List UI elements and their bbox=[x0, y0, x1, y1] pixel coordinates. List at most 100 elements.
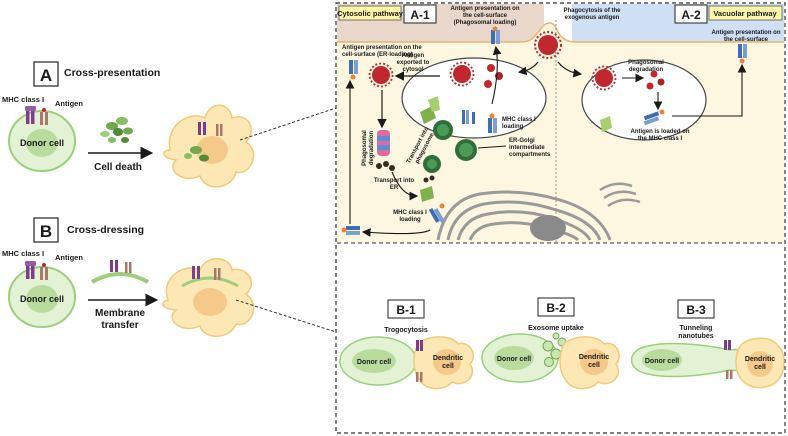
a1-mhc-loading-er-1: MHC class I bbox=[393, 210, 427, 216]
zoom-line-a bbox=[239, 107, 337, 141]
panel-b-letter-box bbox=[33, 217, 59, 243]
panel-a: A Cross-presentation MHC class I Antigen… bbox=[2, 61, 337, 188]
b2-dendritic-label-2: cell bbox=[588, 362, 600, 369]
a2-id: A-2 bbox=[681, 8, 701, 22]
peptide-dot bbox=[650, 70, 658, 78]
peptide-dot bbox=[383, 161, 389, 167]
mhc-icon bbox=[25, 106, 36, 124]
a2-phago-1: Phagocytosis of the bbox=[563, 8, 621, 14]
a1-er-surface-label-2: cell-surface (ER-loading) bbox=[342, 52, 413, 58]
b2-title: Exosome uptake bbox=[528, 325, 584, 332]
b3-dendritic-label-1: Dendritic bbox=[745, 356, 775, 363]
b3-mhc-icon bbox=[724, 340, 733, 379]
a1-phagosome bbox=[401, 57, 547, 139]
a1-transport-er-1: Transport into bbox=[374, 178, 415, 184]
phagosome-antigen-icon bbox=[449, 61, 475, 87]
peptide-dot bbox=[389, 165, 395, 171]
b1-id-box bbox=[387, 299, 425, 319]
a2-mhc-icon bbox=[643, 109, 665, 126]
b3-title-2: nanotubes bbox=[678, 333, 713, 340]
a1-transport-er-2: ER bbox=[390, 185, 399, 191]
b3-id: B-3 bbox=[686, 303, 706, 317]
b1-title: Trogocytosis bbox=[384, 327, 428, 334]
panel-b-antigen-label: Antigen bbox=[55, 253, 83, 262]
a2-phagosome bbox=[581, 59, 707, 141]
a2-loaded-2: the MHC class I bbox=[638, 136, 683, 142]
membrane-mhc-icon bbox=[110, 260, 132, 273]
b2-donor-nucleus bbox=[494, 346, 534, 370]
b1-dendritic-nucleus bbox=[433, 349, 461, 375]
peptide-dot bbox=[487, 64, 495, 72]
donor-cell-a-label: Donor cell bbox=[20, 138, 64, 148]
b2-dendritic-nucleus bbox=[580, 349, 608, 375]
a1-phago-deg-2: degradation bbox=[369, 131, 375, 166]
a1-surface-label-1: Antigen presentation on bbox=[451, 6, 520, 12]
a2-id-box bbox=[674, 4, 708, 24]
a1-er-surface-label-1: Antigen presentation on the bbox=[342, 45, 422, 51]
b3-title-1: Tunneling bbox=[680, 325, 713, 332]
vacuolar-pathway-label: Vacuolar pathway bbox=[713, 9, 777, 18]
a1-er-golgi-2: intermediate bbox=[509, 145, 545, 151]
dendritic-cell-b bbox=[162, 258, 255, 337]
antigen-icon bbox=[40, 108, 48, 125]
panel-a-antigen-label: Antigen bbox=[55, 99, 83, 108]
a1-id: A-1 bbox=[410, 8, 430, 22]
a1-mhc-loading-2: loading bbox=[502, 124, 524, 130]
donor-nucleus-b bbox=[26, 285, 58, 313]
a1-phago-deg-1: Phagosomal bbox=[362, 130, 368, 166]
panel-a-letter-box bbox=[33, 61, 59, 87]
b2-id: B-2 bbox=[546, 301, 566, 315]
phagosome-mhc-icon bbox=[462, 110, 475, 124]
donor-nucleus-a bbox=[26, 129, 58, 157]
a2-loaded-1: Antigen is loaded on bbox=[630, 129, 689, 135]
donor-cell-b-label: Donor cell bbox=[20, 294, 64, 304]
a1-mhc-loading-1: MHC class I bbox=[502, 117, 536, 123]
b2-dendritic-label-1: Dendritic bbox=[579, 354, 609, 361]
b1-dendritic-label-1: Dendritic bbox=[433, 355, 463, 362]
a1-er-golgi-1: ER-Golgi bbox=[509, 138, 535, 144]
er-surface-mhc-icon bbox=[349, 60, 358, 80]
a2-phago-2: exogenous antigen bbox=[565, 15, 620, 21]
a2-tap-icon bbox=[600, 116, 612, 132]
cell-death-label: Cell death bbox=[94, 162, 142, 173]
ergic-pointer bbox=[477, 145, 507, 149]
er-exit-mhc-icon bbox=[341, 226, 360, 235]
loaded-mhc-icon bbox=[488, 113, 497, 133]
zoom-line-b bbox=[235, 299, 337, 333]
to-a1-arrow bbox=[517, 61, 539, 76]
b1-id: B-1 bbox=[396, 303, 416, 317]
extracellular-antigen-icon bbox=[534, 31, 562, 59]
panel-b-title: Cross-dressing bbox=[67, 224, 144, 236]
a2-deg-2: degradation bbox=[629, 67, 664, 73]
to-er-arrow bbox=[391, 171, 419, 201]
a1-surface-label-3: (Phagosomal loading) bbox=[454, 20, 517, 26]
antigen-icon bbox=[40, 263, 48, 280]
surface-mhc-icon bbox=[491, 26, 500, 44]
er-exit-arrow bbox=[361, 228, 431, 237]
b3-panel: B-3 Tunneling nanotubes Donor cell Dendr… bbox=[630, 299, 785, 389]
to-a2-arrow bbox=[557, 61, 583, 78]
to-surface-arrow bbox=[491, 45, 502, 105]
membrane-fragment bbox=[91, 272, 149, 284]
b1-dendritic-label-2: cell bbox=[442, 363, 454, 370]
b3-dendritic-label-2: cell bbox=[754, 364, 766, 371]
b2-donor-label: Donor cell bbox=[497, 356, 531, 363]
a1-exported-1: Antigen bbox=[402, 53, 425, 59]
panel-a-mhc-label: MHC class I bbox=[2, 95, 44, 104]
a1-exported-2: exported to bbox=[397, 60, 430, 66]
cytosolic-antigen-icon bbox=[368, 62, 394, 88]
a1-er-golgi-3: compartments bbox=[509, 152, 551, 158]
mhc-icon bbox=[25, 261, 36, 279]
cytosolic-pathway-label: Cytosolic pathway bbox=[337, 9, 404, 18]
peptide-dot bbox=[657, 78, 665, 86]
proteasome-icon bbox=[377, 130, 390, 156]
b2-panel: B-2 Exosome uptake Donor cell Dendritic … bbox=[481, 297, 620, 390]
b1-donor-nucleus bbox=[352, 349, 396, 373]
cytosolic-pathway-box bbox=[338, 5, 402, 21]
b3-dendritic-nucleus bbox=[747, 351, 773, 377]
cell-membrane bbox=[337, 22, 784, 43]
a2-surface-2: the cell-surface bbox=[724, 37, 769, 43]
endoplasmic-reticulum-icon bbox=[436, 190, 612, 242]
